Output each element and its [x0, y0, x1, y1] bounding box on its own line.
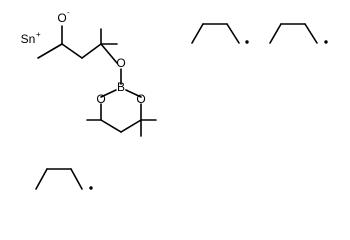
- bond-c4-ether-o: [100, 43, 118, 64]
- bond-boron-ring-o-right: [125, 89, 142, 98]
- bond-c-left-c-bottom: [100, 119, 122, 133]
- bond-c3-c4: [81, 43, 102, 59]
- molecule-svg: Sn + O - O B O O: [21, 8, 328, 190]
- bond-c1-c2: [37, 43, 63, 59]
- chemical-structure-diagram: Sn + O - O B O O: [20, 8, 328, 190]
- bond-c2-c3: [61, 43, 83, 59]
- butyl-radical-2-dot: [324, 40, 328, 44]
- butyl-radical-3-bond-1: [35, 168, 48, 190]
- tin-symbol: Sn: [21, 32, 36, 46]
- butyl-radical-1-dot: [245, 40, 249, 44]
- butyl-radical-1-bond-3: [226, 23, 240, 44]
- butyl-radical-1: [191, 23, 249, 44]
- tin-charge: +: [36, 30, 41, 39]
- butyl-radical-2-bond-1: [269, 23, 282, 44]
- alkoxide-oxygen-charge: -: [67, 8, 70, 17]
- bond-c-bottom-c-right: [120, 119, 142, 133]
- butyl-radical-3: [35, 168, 93, 190]
- boron-symbol: B: [117, 80, 125, 94]
- bond-boron-ring-o-left: [100, 89, 117, 98]
- ether-oxygen-symbol: O: [116, 56, 125, 70]
- butyl-radical-2-bond-3: [304, 23, 318, 44]
- butyl-radical-3-dot: [89, 186, 93, 190]
- butyl-radical-3-bond-3: [70, 168, 83, 190]
- alkoxide-oxygen-symbol: O: [57, 11, 66, 25]
- butyl-radical-1-bond-1: [191, 23, 204, 44]
- ring-oxygen-right-symbol: O: [136, 92, 145, 106]
- butyl-radical-2: [269, 23, 328, 44]
- ring-oxygen-left-symbol: O: [96, 92, 105, 106]
